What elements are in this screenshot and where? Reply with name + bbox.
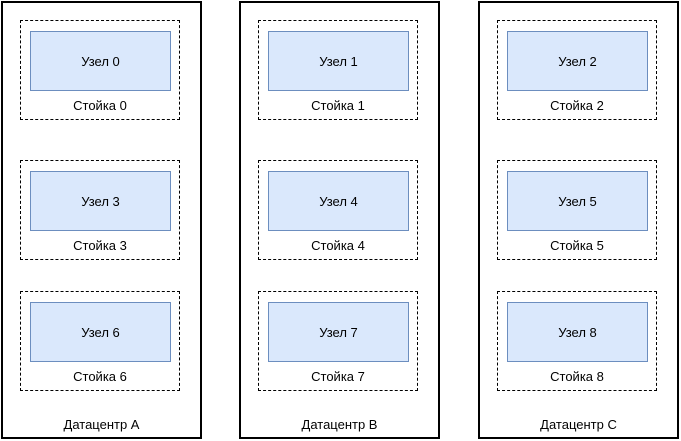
rack-2-label: Стойка 2 <box>550 98 604 113</box>
rack-4-box: Узел 4 Стойка 4 <box>258 160 418 260</box>
rack-1-label: Стойка 1 <box>311 98 365 113</box>
rack-3-label: Стойка 3 <box>73 238 127 253</box>
node-5-label: Узел 5 <box>558 193 597 209</box>
node-1-box: Узел 1 <box>268 31 409 91</box>
rack-2-box: Узел 2 Стойка 2 <box>497 20 657 120</box>
node-8-box: Узел 8 <box>507 302 648 362</box>
node-7-box: Узел 7 <box>268 302 409 362</box>
node-5-box: Узел 5 <box>507 171 648 231</box>
node-7-label: Узел 7 <box>319 324 358 340</box>
rack-4-label: Стойка 4 <box>311 238 365 253</box>
rack-3-box: Узел 3 Стойка 3 <box>20 160 180 260</box>
rack-0-box: Узел 0 Стойка 0 <box>20 20 180 120</box>
datacenter-a-label: Датацентр A <box>63 417 140 432</box>
rack-8-label: Стойка 8 <box>550 369 604 384</box>
datacenter-c-container: Узел 2 Стойка 2 Узел 5 Стойка 5 Узел 8 С… <box>478 1 679 439</box>
rack-5-box: Узел 5 Стойка 5 <box>497 160 657 260</box>
node-0-box: Узел 0 <box>30 31 171 91</box>
node-4-label: Узел 4 <box>319 193 358 209</box>
node-1-label: Узел 1 <box>319 53 358 69</box>
rack-5-label: Стойка 5 <box>550 238 604 253</box>
node-6-label: Узел 6 <box>81 324 120 340</box>
datacenter-a-container: Узел 0 Стойка 0 Узел 3 Стойка 3 Узел 6 С… <box>1 1 202 439</box>
node-2-label: Узел 2 <box>558 53 597 69</box>
node-8-label: Узел 8 <box>558 324 597 340</box>
datacenter-b-container: Узел 1 Стойка 1 Узел 4 Стойка 4 Узел 7 С… <box>239 1 440 439</box>
datacenter-c-label: Датацентр C <box>540 417 617 432</box>
rack-0-label: Стойка 0 <box>73 98 127 113</box>
node-2-box: Узел 2 <box>507 31 648 91</box>
rack-6-label: Стойка 6 <box>73 369 127 384</box>
rack-7-box: Узел 7 Стойка 7 <box>258 291 418 391</box>
node-4-box: Узел 4 <box>268 171 409 231</box>
datacenter-b-label: Датацентр B <box>301 417 378 432</box>
rack-8-box: Узел 8 Стойка 8 <box>497 291 657 391</box>
rack-6-box: Узел 6 Стойка 6 <box>20 291 180 391</box>
node-3-label: Узел 3 <box>81 193 120 209</box>
node-6-box: Узел 6 <box>30 302 171 362</box>
rack-7-label: Стойка 7 <box>311 369 365 384</box>
node-0-label: Узел 0 <box>81 53 120 69</box>
rack-1-box: Узел 1 Стойка 1 <box>258 20 418 120</box>
node-3-box: Узел 3 <box>30 171 171 231</box>
